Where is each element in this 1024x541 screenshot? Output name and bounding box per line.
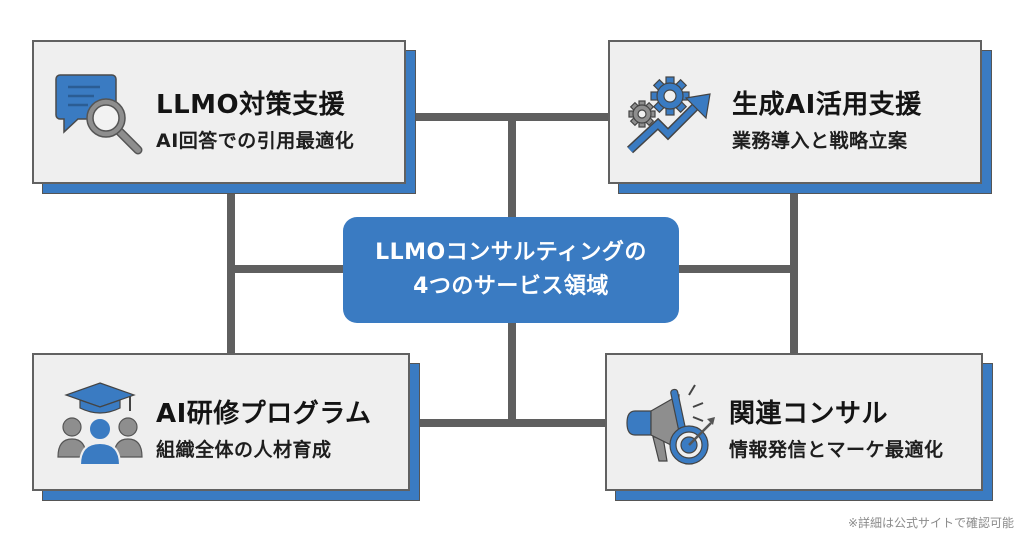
connector-bottom-horizontal bbox=[415, 419, 607, 427]
center-title-line1: LLMOコンサルティングの bbox=[375, 240, 647, 265]
connector-left-horizontal bbox=[227, 265, 345, 273]
gears-growth-icon bbox=[626, 76, 711, 154]
chat-search-icon bbox=[55, 74, 143, 155]
card-title: 生成AI活用支援 bbox=[732, 90, 922, 120]
card-title: AI研修プログラム bbox=[156, 399, 372, 429]
connector-top-vertical bbox=[508, 113, 516, 219]
card-title: LLMO対策支援 bbox=[156, 90, 346, 120]
connector-top-horizontal bbox=[405, 113, 610, 121]
graduation-team-icon bbox=[57, 382, 143, 466]
card-title: 関連コンサル bbox=[729, 399, 889, 429]
center-title-line2: 4つのサービス領域 bbox=[413, 274, 609, 299]
footnote: ※詳細は公式サイトで確認可能 bbox=[847, 516, 1014, 530]
card-face bbox=[32, 353, 410, 491]
megaphone-target-icon bbox=[626, 384, 715, 465]
card-subtitle: 組織全体の人材育成 bbox=[156, 439, 332, 461]
card-subtitle: 業務導入と戦略立案 bbox=[732, 130, 908, 152]
connector-bottom-vertical bbox=[508, 321, 516, 427]
center-hub: LLMOコンサルティングの 4つのサービス領域 bbox=[343, 217, 679, 323]
card-subtitle: 情報発信とマーケ最適化 bbox=[729, 439, 944, 461]
connector-right-horizontal bbox=[677, 265, 798, 273]
card-subtitle: AI回答での引用最適化 bbox=[156, 130, 355, 152]
